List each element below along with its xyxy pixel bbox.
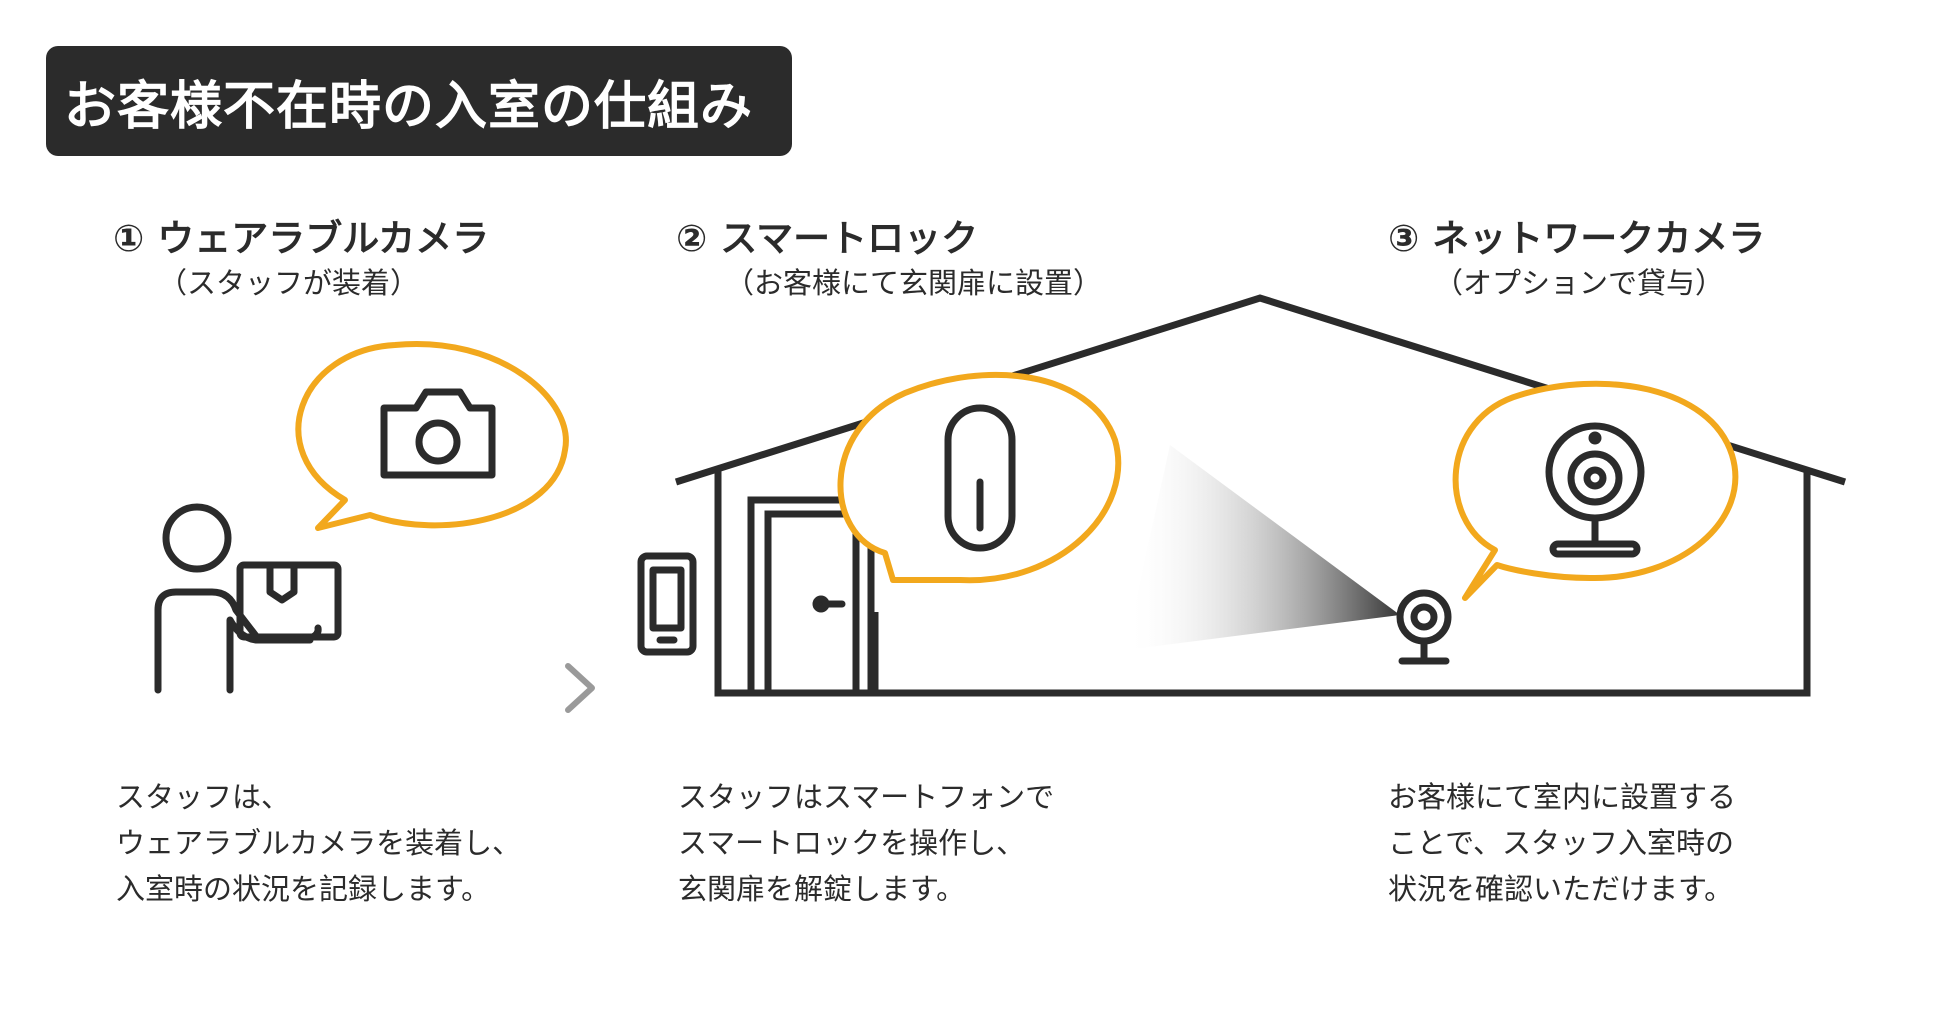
webcam-icon xyxy=(1545,422,1645,558)
step3-subheading: （オプションで貸与） xyxy=(1434,266,1725,300)
speech-bubble-camera xyxy=(295,340,569,531)
step1-description: スタッフは、 ウェアラブルカメラを装着し、 入室時の状況を記録します。 xyxy=(116,774,521,912)
step3-desc-line: ことで、スタッフ入室時の xyxy=(1388,826,1734,860)
arrow-right-icon xyxy=(335,663,595,713)
step2-description: スタッフはスマートフォンで スマートロックを操作し、 玄関扉を解錠します。 xyxy=(678,774,1054,912)
step1-subheading: （スタッフが装着） xyxy=(158,266,420,300)
speech-bubble-webcam xyxy=(1452,380,1739,601)
step1-desc-line: 入室時の状況を記録します。 xyxy=(116,872,491,906)
step3-desc-line: 状況を確認いただけます。 xyxy=(1388,872,1734,906)
step2-desc-line: スマートロックを操作し、 xyxy=(678,826,1026,860)
step1-heading: ① ウェアラブルカメラ xyxy=(113,217,490,260)
step3-desc-line: お客様にて室内に設置する xyxy=(1388,780,1737,814)
step1-desc-line: ウェアラブルカメラを装着し、 xyxy=(116,826,522,860)
door-icon xyxy=(747,496,875,697)
step1-desc-line: スタッフは、 xyxy=(116,780,291,814)
webcam-in-house-icon xyxy=(1396,589,1452,665)
speech-bubble-lock xyxy=(837,371,1122,584)
camera-view-beam xyxy=(1125,445,1400,650)
step3-heading: ③ ネットワークカメラ xyxy=(1388,217,1766,260)
staff-person-icon xyxy=(154,503,342,694)
step2-heading: ② スマートロック xyxy=(676,217,979,260)
camera-icon xyxy=(380,388,496,479)
step3-description: お客様にて室内に設置する ことで、スタッフ入室時の 状況を確認いただけます。 xyxy=(1388,774,1736,912)
step2-desc-line: 玄関扉を解錠します。 xyxy=(678,872,966,906)
smartphone-icon xyxy=(637,552,697,656)
page-title: お客様不在時の入室の仕組み xyxy=(64,76,754,137)
step2-subheading: （お客様にて玄関扉に設置） xyxy=(725,266,1103,300)
title-banner: お客様不在時の入室の仕組み xyxy=(46,46,792,156)
smart-lock-icon xyxy=(944,404,1016,552)
step2-desc-line: スタッフはスマートフォンで xyxy=(678,780,1055,814)
